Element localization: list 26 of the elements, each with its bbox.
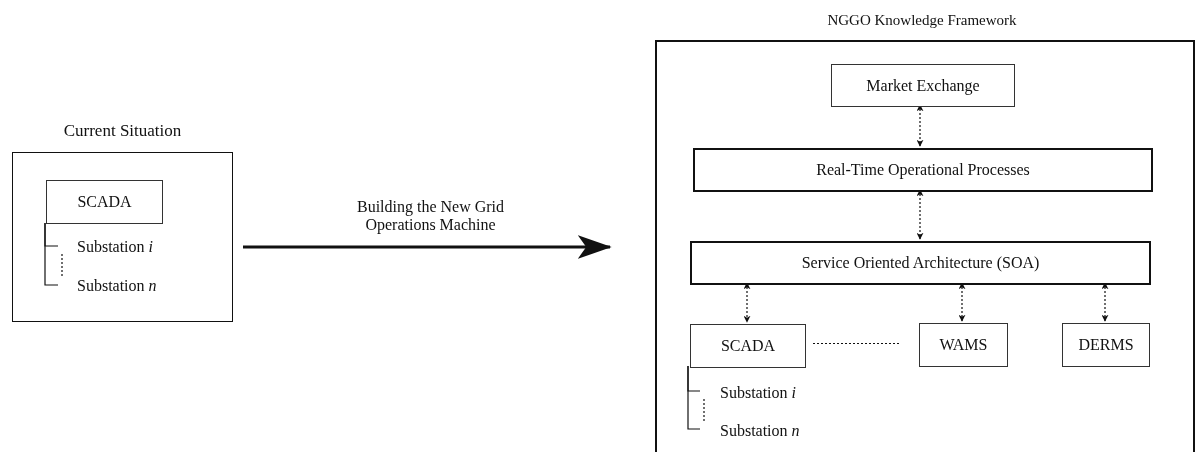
system-box (690, 324, 806, 368)
box-label: Market Exchange (866, 76, 980, 95)
tree-line (44, 222, 59, 286)
panel-title: Current Situation (62, 121, 183, 141)
system-box (831, 64, 1015, 107)
dotted-line (812, 342, 900, 345)
box-label: DERMS (1078, 336, 1134, 354)
dotted-line (703, 398, 705, 422)
system-box (919, 323, 1008, 367)
system-box (1062, 323, 1150, 367)
arrow (243, 235, 612, 259)
layer-box (690, 241, 1151, 285)
substation-name: Substation n (720, 422, 800, 440)
box-label: Service Oriented Architecture (SOA) (801, 254, 1040, 272)
layer-box (693, 148, 1153, 192)
box-label: SCADA (77, 193, 132, 211)
box-label: SCADA (720, 337, 776, 355)
box-label: WAMS (939, 336, 988, 354)
panel-title: NGGO Knowledge Framework (826, 12, 1018, 29)
system-box (46, 180, 163, 224)
box-label: Real-Time Operational Processes (816, 161, 1030, 179)
substation-name: Substation i (720, 384, 796, 402)
dotted-line (61, 253, 63, 278)
substation-name: Substation n (77, 277, 157, 295)
tree-line (687, 365, 701, 430)
substation-name: Substation i (77, 238, 153, 256)
